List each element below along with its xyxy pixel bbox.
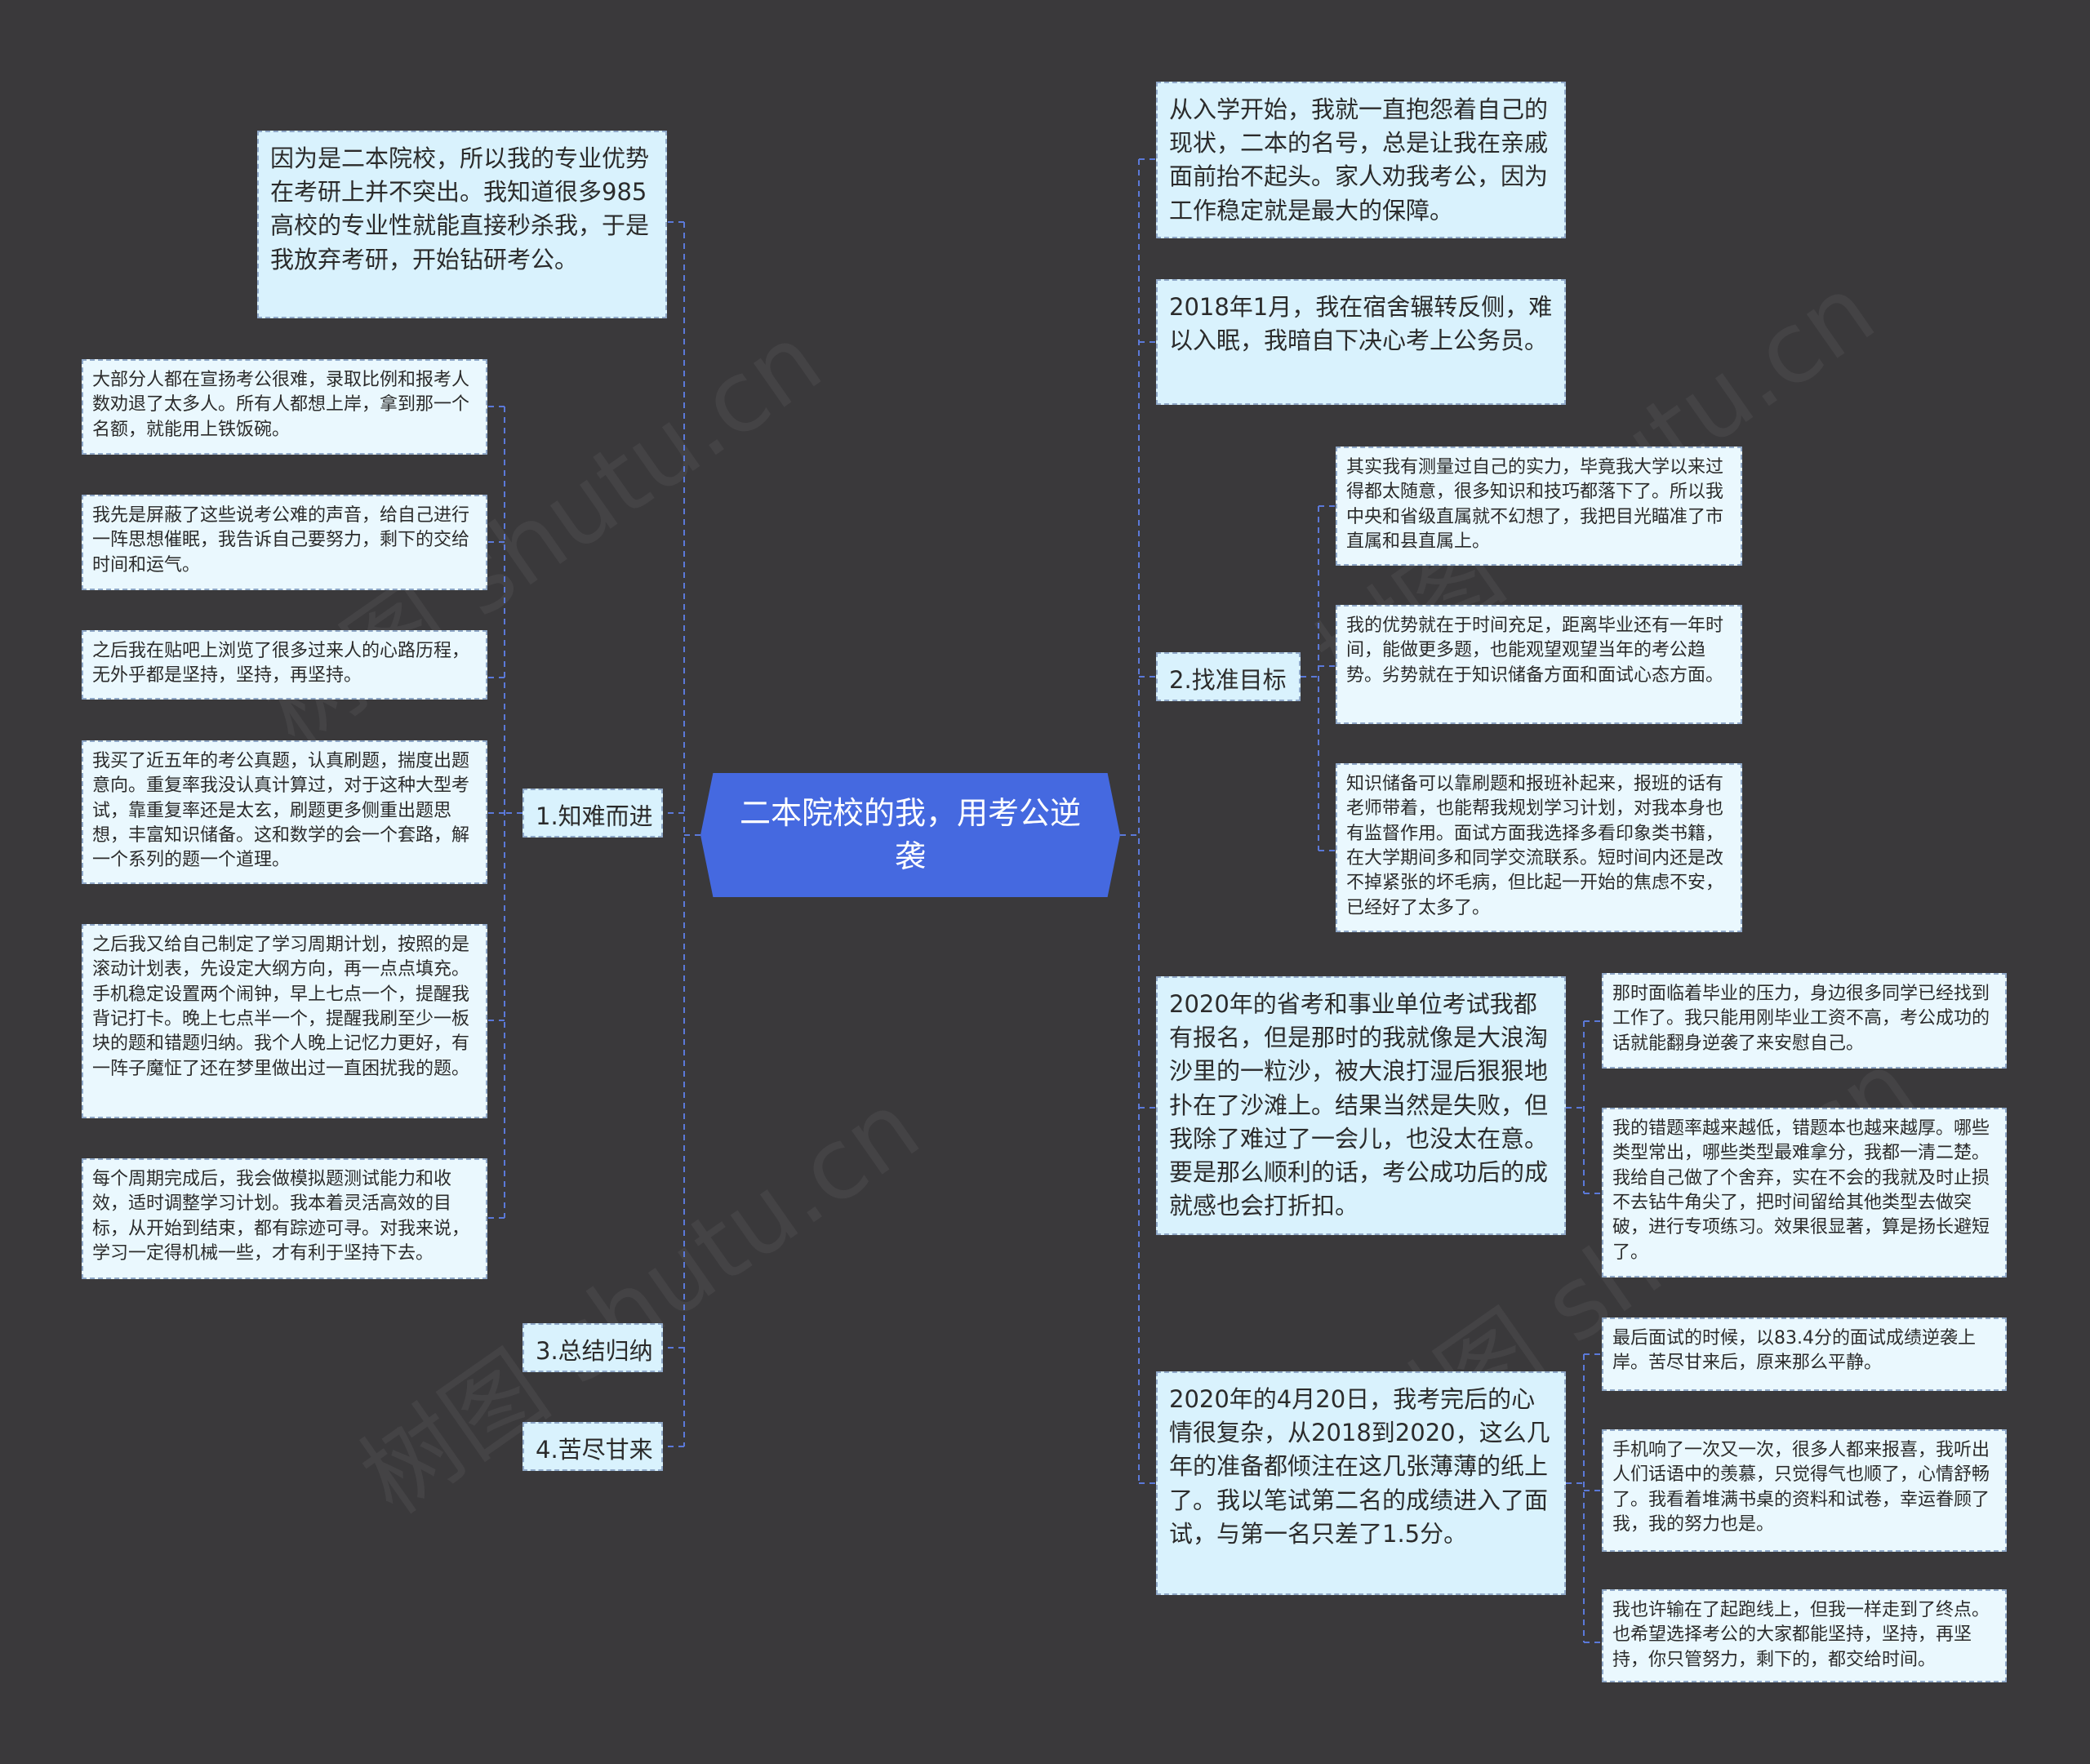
node-text: 2018年1月，我在宿舍辗转反侧，难以入眠，我暗自下决心考上公务员。 (1169, 293, 1553, 355)
root-topic[interactable]: 二本院校的我，用考公逆袭 (700, 773, 1120, 897)
category-node-3[interactable]: 3.总结归纳 (522, 1323, 663, 1372)
leaf-node[interactable]: 最后面试的时候，以83.4分的面试成绩逆袭上岸。苦尽甘来后，原来那么平静。 (1602, 1317, 2007, 1391)
right-node-1[interactable]: 从入学开始，我就一直抱怨着自己的现状，二本的名号，总是让我在亲戚面前抬不起头。家… (1156, 82, 1566, 238)
category-node-1[interactable]: 1.知难而进 (522, 789, 663, 838)
node-text: 2020年的省考和事业单位考试我都有报名，但是那时的我就像是大浪淘沙里的一粒沙，… (1169, 990, 1549, 1220)
leaf-node[interactable]: 我先是屏蔽了这些说考公难的声音，给自己进行一阵思想催眠，我告诉自己要努力，剩下的… (82, 495, 487, 590)
node-text: 知识储备可以靠刷题和报班补起来，报班的话有老师带着，也能帮我规划学习计划，对我本… (1346, 774, 1724, 918)
leaf-node[interactable]: 手机响了一次又一次，很多人都来报喜，我听出人们话语中的羡慕，只觉得气也顺了，心情… (1602, 1429, 2007, 1552)
node-text: 其实我有测量过自己的实力，毕竟我大学以来过得都太随意，很多知识和技巧都落下了。所… (1346, 457, 1724, 553)
root-topic-label: 二本院校的我，用考公逆袭 (739, 794, 1081, 874)
node-text: 每个周期完成后，我会做模拟题测试能力和收效，适时调整学习计划。我本着灵活高效的目… (92, 1169, 470, 1264)
category-label: 1.知难而进 (536, 802, 653, 830)
node-text: 2020年的4月20日，我考完后的心情很复杂，从2018到2020，这么几年的准… (1169, 1385, 1550, 1548)
leaf-node[interactable]: 大部分人都在宣扬考公很难，录取比例和报考人数劝退了太多人。所有人都想上岸，拿到那… (82, 359, 487, 455)
leaf-node[interactable]: 我买了近五年的考公真题，认真刷题，揣度出题意向。重复率我没认真计算过，对于这种大… (82, 740, 487, 884)
node-text: 手机响了一次又一次，很多人都来报喜，我听出人们话语中的羡慕，只觉得气也顺了，心情… (1612, 1440, 1990, 1535)
category-node-4[interactable]: 4.苦尽甘来 (522, 1422, 663, 1471)
leaf-node[interactable]: 那时面临着毕业的压力，身边很多同学已经找到工作了。我只能用刚毕业工资不高，考公成… (1602, 973, 2007, 1069)
node-text: 之后我在贴吧上浏览了很多过来人的心路历程，无外乎都是坚持，坚持，再坚持。 (92, 641, 470, 686)
leaf-node[interactable]: 每个周期完成后，我会做模拟题测试能力和收效，适时调整学习计划。我本着灵活高效的目… (82, 1158, 487, 1279)
category-label: 4.苦尽甘来 (536, 1436, 653, 1464)
node-text: 我也许输在了起跑线上，但我一样走到了终点。也希望选择考公的大家都能坚持，坚持，再… (1612, 1600, 1990, 1670)
category-node-2[interactable]: 2.找准目标 (1156, 652, 1301, 701)
right-node-4[interactable]: 2020年的4月20日，我考完后的心情很复杂，从2018到2020，这么几年的准… (1156, 1371, 1566, 1595)
node-text: 大部分人都在宣扬考公很难，录取比例和报考人数劝退了太多人。所有人都想上岸，拿到那… (92, 370, 470, 440)
node-text: 我的优势就在于时间充足，距离毕业还有一年时间，能做更多题，也能观望观望当年的考公… (1346, 615, 1724, 686)
node-text: 从入学开始，我就一直抱怨着自己的现状，二本的名号，总是让我在亲戚面前抬不起头。家… (1169, 96, 1549, 224)
right-node-3[interactable]: 2020年的省考和事业单位考试我都有报名，但是那时的我就像是大浪淘沙里的一粒沙，… (1156, 976, 1566, 1235)
node-text: 我的错题率越来越低，错题本也越来越厚。哪些类型常出，哪些类型最难拿分，我都一清二… (1612, 1118, 1990, 1263)
leaf-node[interactable]: 之后我在贴吧上浏览了很多过来人的心路历程，无外乎都是坚持，坚持，再坚持。 (82, 630, 487, 700)
node-text: 我先是屏蔽了这些说考公难的声音，给自己进行一阵思想催眠，我告诉自己要努力，剩下的… (92, 505, 470, 575)
category-label: 3.总结归纳 (536, 1337, 653, 1365)
leaf-node[interactable]: 我也许输在了起跑线上，但我一样走到了终点。也希望选择考公的大家都能坚持，坚持，再… (1602, 1589, 2007, 1682)
node-text: 因为是二本院校，所以我的专业优势在考研上并不突出。我知道很多985高校的专业性就… (270, 144, 650, 273)
node-text: 那时面临着毕业的压力，身边很多同学已经找到工作了。我只能用刚毕业工资不高，考公成… (1612, 984, 1990, 1054)
node-text: 最后面试的时候，以83.4分的面试成绩逆袭上岸。苦尽甘来后，原来那么平静。 (1612, 1328, 1976, 1374)
leaf-node[interactable]: 我的错题率越来越低，错题本也越来越厚。哪些类型常出，哪些类型最难拿分，我都一清二… (1602, 1108, 2007, 1277)
leaf-node[interactable]: 其实我有测量过自己的实力，毕竟我大学以来过得都太随意，很多知识和技巧都落下了。所… (1336, 447, 1742, 566)
leaf-node[interactable]: 我的优势就在于时间充足，距离毕业还有一年时间，能做更多题，也能观望观望当年的考公… (1336, 605, 1742, 724)
leaf-node[interactable]: 知识储备可以靠刷题和报班补起来，报班的话有老师带着，也能帮我规划学习计划，对我本… (1336, 763, 1742, 932)
node-text: 之后我又给自己制定了学习周期计划，按照的是滚动计划表，先设定大纲方向，再一点点填… (92, 935, 470, 1079)
right-node-2[interactable]: 2018年1月，我在宿舍辗转反侧，难以入眠，我暗自下决心考上公务员。 (1156, 279, 1566, 405)
node-text: 我买了近五年的考公真题，认真刷题，揣度出题意向。重复率我没认真计算过，对于这种大… (92, 751, 470, 871)
left-intro-node[interactable]: 因为是二本院校，所以我的专业优势在考研上并不突出。我知道很多985高校的专业性就… (257, 131, 667, 318)
leaf-node[interactable]: 之后我又给自己制定了学习周期计划，按照的是滚动计划表，先设定大纲方向，再一点点填… (82, 924, 487, 1118)
category-label: 2.找准目标 (1169, 666, 1287, 694)
